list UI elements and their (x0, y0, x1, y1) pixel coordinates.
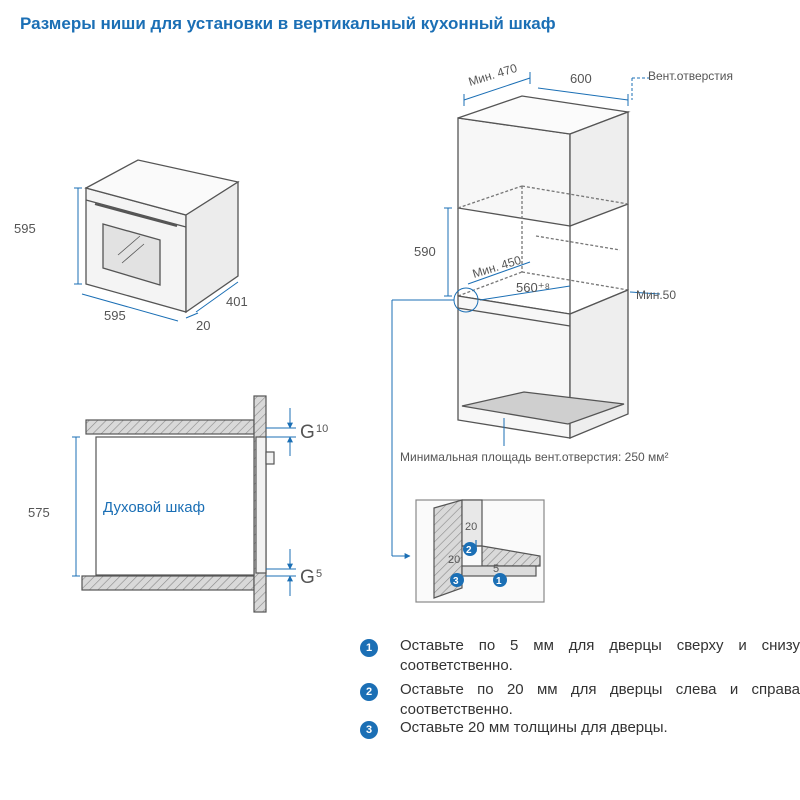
oven-width-label: 595 (104, 308, 126, 323)
gap-top-letter: G (300, 422, 315, 443)
cabinet-width-label: 600 (570, 71, 592, 86)
note-1-badge: 1 (360, 639, 378, 657)
gap-top-value: 10 (316, 423, 328, 435)
detail-marker-3: 3 (450, 573, 464, 587)
oven-depth-label: 401 (226, 294, 248, 309)
niche-depth-label: Мин. 450 (471, 253, 523, 281)
oven-name-label: Духовой шкаф (103, 499, 205, 516)
upper-shelf (85, 419, 255, 435)
oven-front-label: 20 (196, 318, 210, 333)
bottom-vent-opening (461, 391, 625, 425)
oven-handle (94, 202, 178, 228)
svg-text:3: 3 (453, 576, 459, 587)
oven-handle-section (265, 451, 275, 465)
detail-marker-1: 1 (493, 573, 507, 587)
min-gap-label: Мин.50 (636, 288, 676, 302)
oven-height-label: 595 (14, 221, 36, 236)
oven-body-section (95, 436, 255, 576)
gap-bottom-value: 5 (316, 568, 322, 580)
note-3-badge: 3 (360, 721, 378, 739)
note-1-text: Оставьте по 5 мм для дверцы сверху и сни… (400, 637, 800, 674)
detail-dim-bottom: 5 (493, 563, 499, 575)
note-2-badge: 2 (360, 683, 378, 701)
upper-cabinet-front (457, 117, 571, 227)
svg-text:1: 1 (496, 576, 502, 587)
note-3-text: Оставьте 20 мм толщины для дверцы. (400, 719, 668, 736)
detail-dim-top: 20 (465, 521, 477, 533)
detail-marker-2: 2 (463, 542, 477, 556)
detail-view (415, 499, 545, 603)
page-title: Размеры ниши для установки в вертикальны… (20, 14, 556, 33)
oven-isometric-view (74, 159, 240, 322)
lower-shelf (81, 575, 255, 591)
oven-side-face (185, 180, 239, 314)
note-2-text: Оставьте по 20 мм для дверцы слева и спр… (400, 681, 800, 718)
gap-bottom-letter: G (300, 567, 315, 588)
cabinet-isometric-view (391, 72, 661, 559)
svg-text:2: 2 (466, 545, 472, 556)
detail-dim-side: 20 (448, 554, 460, 566)
vent-area-note: Минимальная площадь вент.отверстия: 250 … (400, 450, 669, 464)
section-height-label: 575 (28, 505, 50, 520)
niche-width-label: 560⁺⁸ (516, 280, 550, 295)
oven-front-panel (255, 436, 267, 574)
section-view (72, 395, 296, 613)
niche-height-label: 590 (414, 244, 436, 259)
vent-openings-label: Вент.отверстия (648, 69, 733, 83)
